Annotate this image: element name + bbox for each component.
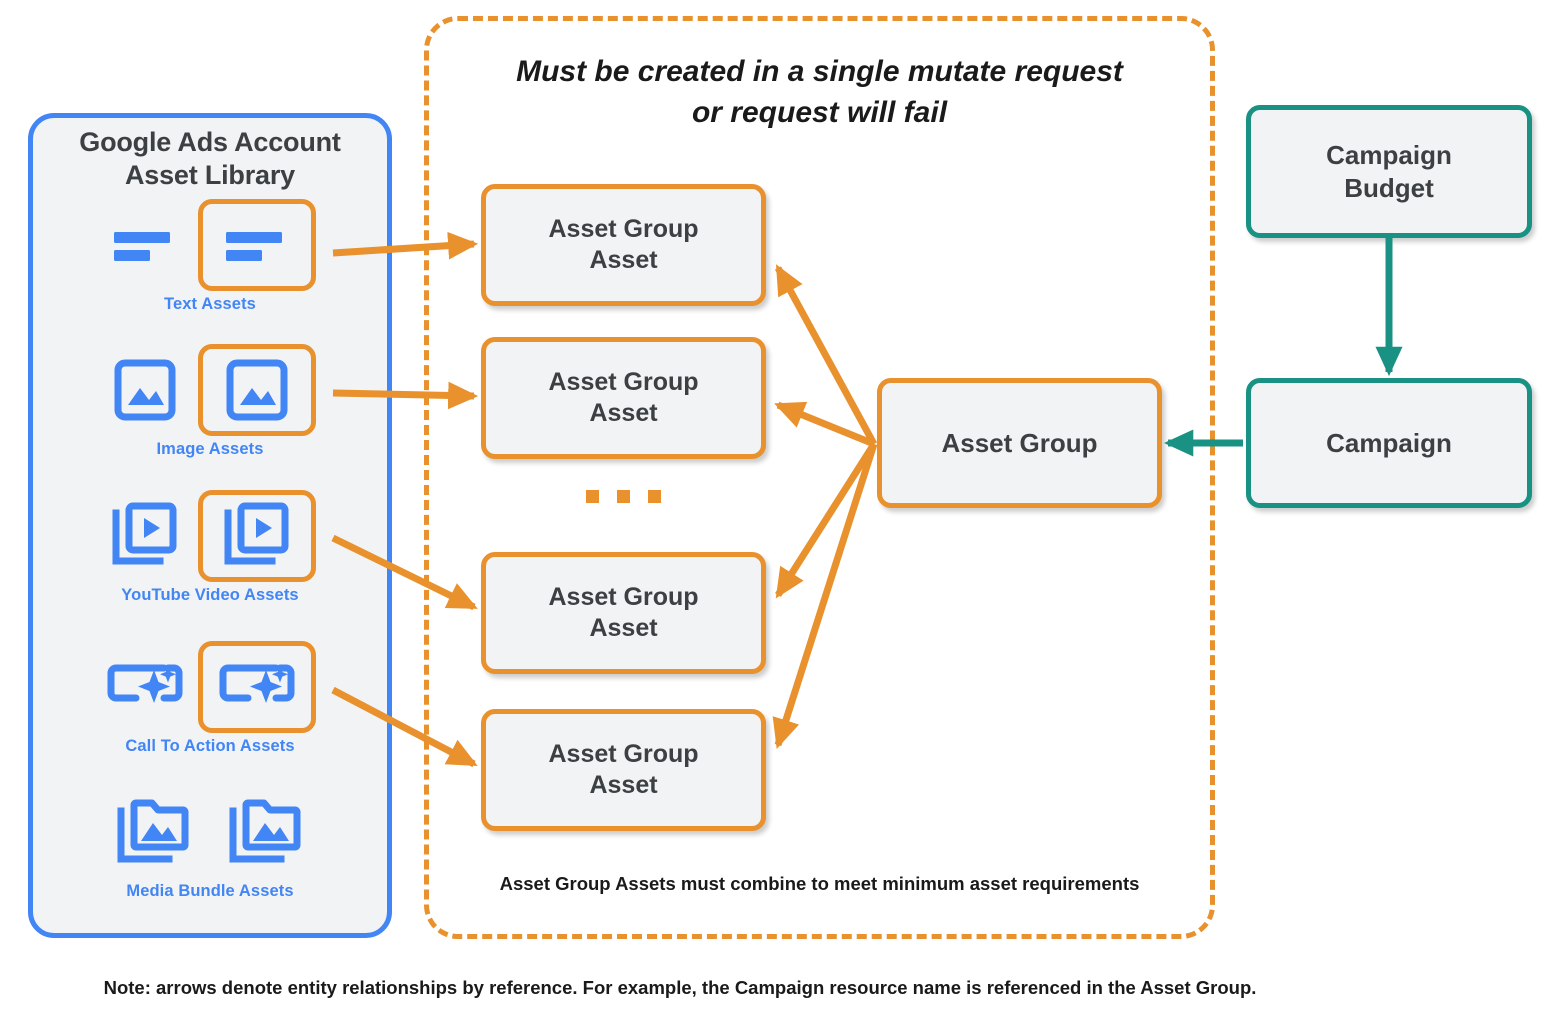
library-item-label: Call To Action Assets [125,737,295,755]
media-bundle-asset-icon-2 [225,791,307,873]
library-item-label: Media Bundle Assets [126,882,294,900]
campaign-budget-label-line-2: Budget [1344,172,1434,203]
asset-library-panel: Google Ads Account Asset Library [28,113,392,938]
text-asset-icon-selected[interactable] [198,199,316,291]
mutate-request-title: Must be created in a single mutate reque… [424,52,1215,133]
library-item-label: YouTube Video Assets [121,586,299,604]
text-asset-icon [104,204,186,286]
call-to-action-asset-icon-selected[interactable] [198,641,316,733]
asset-group-asset-label-line-1: Asset Group [548,214,699,243]
mutate-title-line-2: or request will fail [691,95,948,129]
asset-group-box[interactable]: Asset Group [877,378,1162,508]
asset-group-asset-box-3[interactable]: Asset Group Asset [481,552,766,674]
mutate-footer-note: Asset Group Assets must combine to meet … [499,873,1140,894]
campaign-box[interactable]: Campaign [1246,378,1532,508]
asset-group-asset-label-line-1: Asset Group [548,582,699,611]
campaign-budget-box[interactable]: Campaign Budget [1246,105,1532,238]
asset-library-title-line-2: Asset Library [125,159,295,190]
asset-library-title-line-1: Google Ads Account [79,127,341,157]
mutate-request-container [424,16,1215,939]
library-item-youtube-video-assets[interactable]: YouTube Video Assets [33,490,387,605]
diagram-note: Note: arrows denote entity relationships… [103,977,1257,998]
library-item-label: Image Assets [156,440,264,458]
asset-group-asset-label-line-2: Asset [589,771,658,799]
library-item-image-assets[interactable]: Image Assets [33,344,387,459]
asset-group-asset-label-line-2: Asset [589,614,658,642]
asset-group-asset-label-line-2: Asset [589,246,658,274]
library-item-media-bundle-assets[interactable]: Media Bundle Assets [33,786,387,901]
image-asset-icon [104,349,186,431]
asset-group-asset-box-4[interactable]: Asset Group Asset [481,709,766,831]
campaign-label: Campaign [1326,427,1452,458]
library-item-text-assets[interactable]: Text Assets [33,199,387,314]
ellipsis-dot-1 [586,490,599,503]
image-asset-icon-selected[interactable] [198,344,316,436]
asset-group-asset-box-2[interactable]: Asset Group Asset [481,337,766,459]
campaign-budget-label-line-1: Campaign [1326,140,1452,170]
asset-group-label: Asset Group [941,427,1098,458]
asset-group-asset-box-1[interactable]: Asset Group Asset [481,184,766,306]
library-item-label: Text Assets [164,295,256,313]
ellipsis-dot-3 [648,490,661,503]
call-to-action-asset-icon [104,646,186,728]
library-item-call-to-action-assets[interactable]: Call To Action Assets [33,641,387,756]
media-bundle-asset-icon [113,791,195,873]
mutate-title-line-1: Must be created in a single mutate reque… [516,55,1123,88]
youtube-video-asset-icon [104,495,186,577]
asset-group-asset-label-line-1: Asset Group [548,367,699,396]
asset-group-asset-label-line-2: Asset [589,399,658,427]
asset-library-title: Google Ads Account Asset Library [33,126,387,192]
youtube-video-asset-icon-selected[interactable] [198,490,316,582]
asset-group-asset-label-line-1: Asset Group [548,739,699,768]
asset-group-asset-ellipsis [481,490,766,503]
ellipsis-dot-2 [617,490,630,503]
